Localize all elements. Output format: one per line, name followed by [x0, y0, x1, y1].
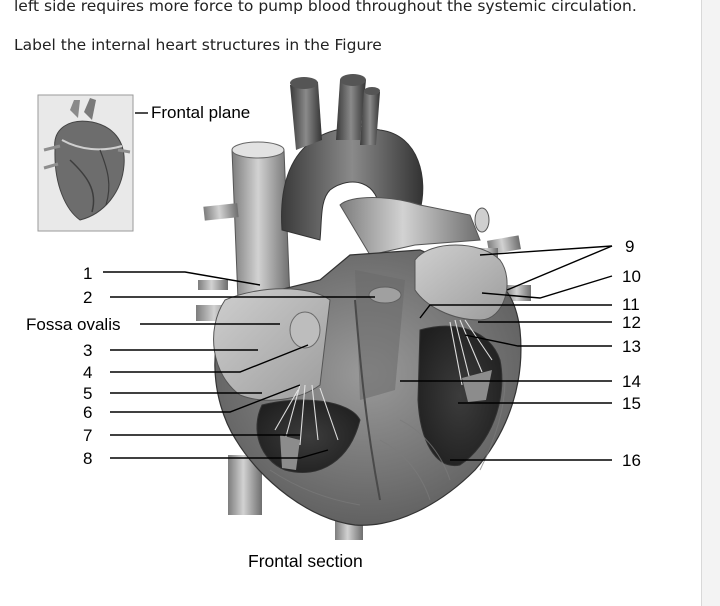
leader-lines	[103, 245, 613, 461]
frontal-plane-label: Frontal plane	[151, 103, 250, 122]
label-2: 2	[83, 288, 92, 307]
figure-caption: Frontal section	[248, 551, 363, 571]
right-labels: 9 10 11 12 13 14 15 16	[622, 237, 641, 470]
label-7: 7	[83, 426, 92, 445]
question-prompt: Label the internal heart structures in t…	[14, 36, 382, 54]
label-14: 14	[622, 372, 641, 391]
label-6: 6	[83, 403, 92, 422]
label-4: 4	[83, 363, 92, 382]
label-12: 12	[622, 313, 641, 332]
label-16: 16	[622, 451, 641, 470]
label-8: 8	[83, 449, 92, 468]
label-11: 11	[622, 295, 640, 314]
intro-text: left side requires more force to pump bl…	[14, 0, 637, 15]
label-5: 5	[83, 384, 92, 403]
label-15: 15	[622, 394, 641, 413]
label-9: 9	[625, 237, 634, 256]
frontal-plane-inset	[37, 94, 134, 232]
label-fossa-ovalis: Fossa ovalis	[26, 315, 120, 334]
heart-illustration	[196, 74, 531, 540]
label-1: 1	[83, 264, 92, 283]
label-13: 13	[622, 337, 641, 356]
left-labels: 1 2 Fossa ovalis 3 4 5 6 7 8	[26, 264, 120, 468]
page-scrollbar-edge	[701, 0, 720, 606]
label-3: 3	[83, 341, 92, 360]
label-10: 10	[622, 267, 641, 286]
